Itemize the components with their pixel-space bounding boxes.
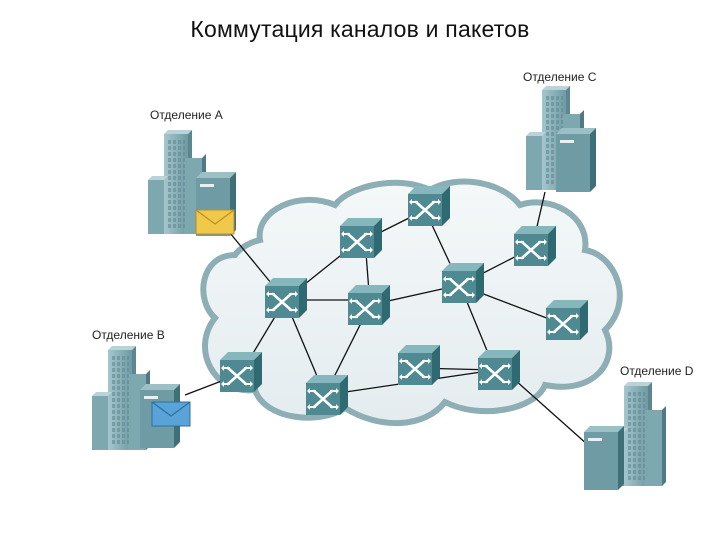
office-b-building-icon	[92, 346, 150, 450]
switch-icon	[476, 348, 522, 392]
switch-icon	[544, 298, 590, 342]
switch-icon	[396, 343, 442, 387]
office-d-building-icon	[608, 382, 666, 486]
office-c-server-icon	[556, 128, 596, 192]
office-b-label: Отделение B	[92, 328, 165, 342]
envelope-icon	[195, 209, 235, 235]
switch-icon	[304, 373, 350, 417]
office-a-label: Отделение A	[150, 108, 223, 122]
page-title: Коммутация каналов и пакетов	[190, 16, 530, 42]
switch-icon	[512, 224, 558, 268]
switch-icon	[406, 184, 452, 228]
switch-icon	[338, 216, 384, 260]
switch-icon	[440, 261, 486, 305]
office-d-server-icon	[584, 426, 624, 490]
envelope-icon	[151, 401, 191, 427]
office-c-label: Отделение C	[523, 70, 597, 84]
switch-icon	[346, 283, 392, 327]
switch-icon	[218, 350, 264, 394]
switch-icon	[263, 276, 309, 320]
office-a-building-icon	[148, 130, 206, 234]
office-d-label: Отделение D	[620, 364, 694, 378]
